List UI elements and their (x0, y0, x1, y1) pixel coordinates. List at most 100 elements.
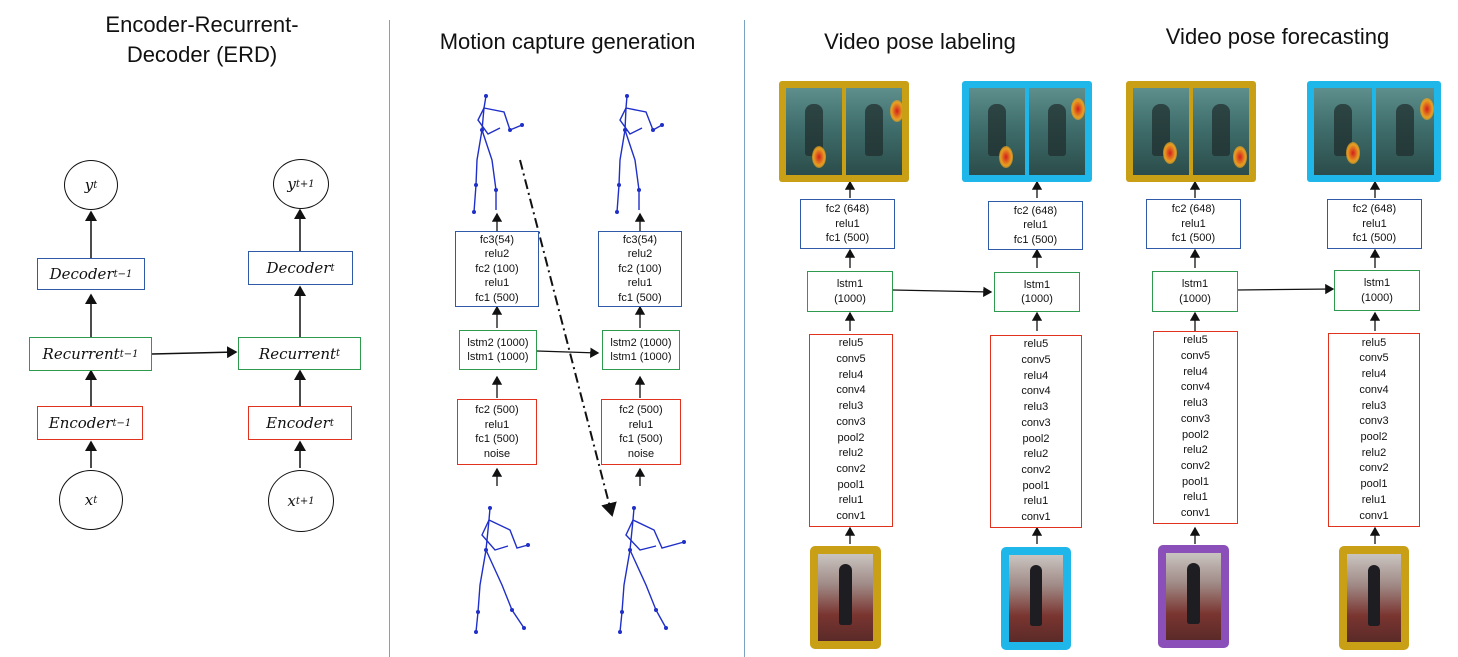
layer-label: relu4 (1361, 368, 1387, 381)
video-lstm-list-3: lstm1(1000) (1179, 277, 1211, 306)
decoder-cur-sub: t (330, 262, 335, 274)
node-y-t1-label: y (287, 175, 296, 193)
layer-label: pool2 (1022, 432, 1050, 445)
layer-label: lstm1 (1000) (467, 351, 529, 363)
recurrent-cur-sub: t (336, 348, 341, 359)
layer-label: pool1 (1360, 478, 1388, 491)
layer-label: relu2 (484, 248, 510, 261)
layer-label: relu1 (484, 418, 510, 431)
layer-label: conv4 (1359, 383, 1389, 396)
layer-label: pool2 (1360, 431, 1388, 443)
video-frame-icon (1339, 546, 1409, 650)
layer-label: (1000) (834, 292, 866, 305)
video-lstm-list-1: lstm1 (1000) (834, 277, 866, 306)
layer-label: conv2 (1180, 459, 1211, 472)
video-frame-icon (1158, 545, 1229, 648)
decoder-prev-sub: t−1 (113, 268, 133, 280)
layer-label: conv3 (1021, 416, 1051, 429)
layer-label: relu4 (1023, 369, 1049, 382)
layer-label: fc2 (500) (619, 404, 663, 416)
layer-label: relu2 (838, 447, 864, 460)
layer-label: relu1 (1183, 491, 1208, 504)
layer-label: relu5 (1023, 338, 1049, 351)
layer-label: relu2 (1183, 444, 1208, 457)
erd-title-line2: Decoder (ERD) (126, 41, 278, 67)
layer-label: conv3 (1180, 412, 1211, 425)
node-x-t1-sub: t+1 (295, 495, 315, 507)
layer-label: fc1 (500) (1013, 233, 1058, 246)
mocap-arrows (491, 212, 646, 486)
video-lstm-box-3: lstm1(1000) (1152, 271, 1238, 312)
layer-label: fc1 (500) (825, 232, 870, 245)
layer-label: lstm1 (836, 278, 864, 290)
layer-label: relu5 (838, 337, 864, 350)
recurrent-prev-sub: t−1 (119, 348, 139, 360)
layer-label: lstm1 (1363, 277, 1391, 289)
layer-label: relu3 (1361, 399, 1387, 412)
layer-label: conv5 (1359, 352, 1389, 365)
layer-label: relu5 (1183, 334, 1208, 347)
heatmap-frame-icon (1307, 81, 1441, 182)
layer-label: fc1 (500) (1352, 232, 1397, 245)
layer-label: relu1 (1181, 217, 1206, 230)
mocap-lstm-list-1: lstm2 (1000) lstm1 (1000) (467, 336, 528, 365)
layer-label: relu1 (1362, 217, 1387, 230)
layer-label: conv2 (1021, 463, 1051, 476)
node-y-t1-sub: t+1 (295, 178, 315, 190)
layer-label: pool1 (1182, 475, 1209, 488)
heatmap-frame-icon (1126, 81, 1256, 182)
layer-label: fc2 (648) (825, 203, 870, 216)
layer-label: conv4 (1021, 385, 1051, 398)
layer-label: relu1 (627, 277, 653, 290)
layer-label: conv2 (1359, 462, 1389, 475)
layer-label: relu1 (628, 418, 654, 431)
layer-label: conv3 (836, 415, 866, 428)
encoder-prev-label: Encoder (48, 414, 113, 432)
layer-label: relu4 (838, 368, 864, 381)
layer-label: relu3 (838, 400, 864, 413)
erd-title: Encoder-Recurrent- Decoder (ERD) (82, 10, 322, 69)
erd-arrows (85, 208, 306, 468)
heatmap-frame-icon (779, 81, 909, 182)
layer-label: lstm2 (1000) (610, 336, 672, 349)
video-lstm-list-2: lstm1(1000) (1021, 278, 1053, 307)
video-lstm-box-4: lstm1(1000) (1334, 270, 1420, 311)
layer-label: pool2 (837, 431, 865, 444)
layer-label: fc1 (500) (475, 433, 519, 445)
layer-label: conv2 (836, 462, 866, 475)
layer-label: lstm2 (1000) (467, 336, 529, 349)
node-x-t-label: x (84, 491, 94, 509)
decoder-cur-label: Decoder (266, 259, 331, 277)
layer-label: conv1 (1021, 511, 1051, 524)
layer-label: relu2 (627, 248, 653, 261)
mocap-lstm-box-1: lstm2 (1000) lstm1 (1000) (459, 330, 537, 370)
video-lstm-box-1: lstm1 (1000) (807, 271, 893, 312)
skeleton-joints (472, 94, 686, 634)
decoder-prev-label: Decoder (49, 265, 114, 283)
divider-right (744, 20, 745, 657)
layer-label: noise (627, 447, 655, 460)
layer-label: fc3(54) (479, 233, 515, 246)
node-x-t1-label: x (287, 492, 296, 510)
